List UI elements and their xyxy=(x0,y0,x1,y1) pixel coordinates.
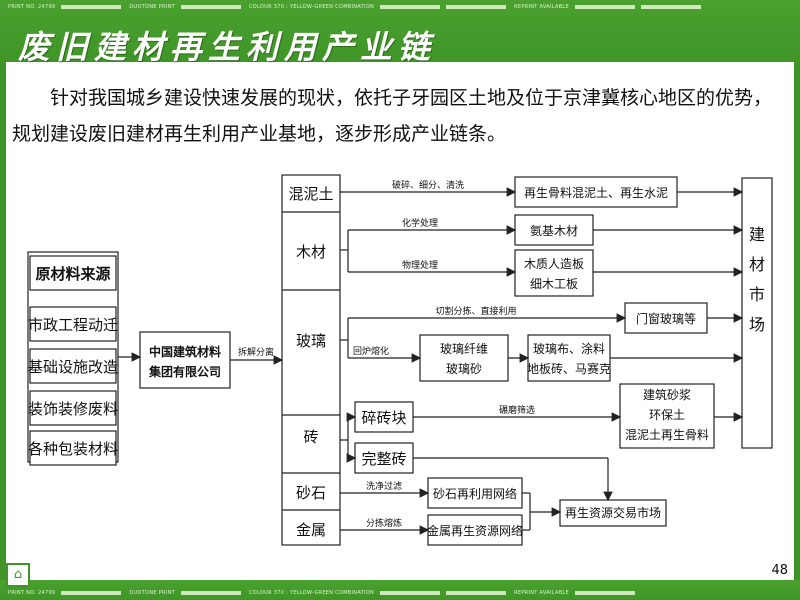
product-label: 砂石再利用网络 xyxy=(433,486,517,501)
source-label: 装饰装修废料 xyxy=(28,400,118,418)
product-label: 木质人造板 xyxy=(524,257,584,271)
company-label: 中国建筑材料 xyxy=(149,344,221,359)
market-char: 建 xyxy=(749,225,765,244)
sub-label: 碎砖块 xyxy=(361,409,406,427)
product-label: 地板砖、马赛克 xyxy=(527,361,611,376)
strip-text: REPRINT AVAILABLE xyxy=(514,589,569,596)
footer-print-strip: PRINT NO. 24799 DUOTONE PRINT COLOUR 370… xyxy=(0,586,800,599)
product-label: 玻璃纤维 xyxy=(440,342,488,356)
material-label: 木材 xyxy=(296,243,326,261)
exchange-label: 再生资源交易市场 xyxy=(565,505,661,520)
edge-label: 破碎、细分、清洗 xyxy=(392,179,464,191)
company-label: 集团有限公司 xyxy=(148,364,221,379)
edge-label: 碾磨筛选 xyxy=(499,404,535,416)
material-label: 金属 xyxy=(296,521,326,539)
page-number: 48 xyxy=(771,563,788,578)
product-label: 金属再生资源网络 xyxy=(427,523,523,538)
product-label: 环保土 xyxy=(649,408,685,422)
edge-label: 物理处理 xyxy=(402,259,438,271)
edge-label: 洗净过滤 xyxy=(366,480,402,492)
source-label: 各种包装材料 xyxy=(28,440,118,458)
edge-label: 化学处理 xyxy=(402,217,438,229)
strip-text: PRINT NO. 24799 xyxy=(8,3,56,10)
source-box xyxy=(29,430,117,466)
market-label: 建材市场 xyxy=(749,225,765,334)
edge-label: 回炉熔化 xyxy=(353,345,389,357)
market-char: 材 xyxy=(749,255,765,274)
sub-label: 完整砖 xyxy=(361,450,406,468)
source-header: 原材料来源 xyxy=(35,265,110,283)
market-char: 市 xyxy=(749,285,765,304)
strip-text: DUOTONE PRINT xyxy=(129,3,175,10)
source-box xyxy=(29,390,117,426)
split-label: 拆解分离 xyxy=(238,346,274,358)
product-label: 混泥土再生骨料 xyxy=(625,428,709,442)
strip-text: REPRINT AVAILABLE xyxy=(514,3,569,10)
strip-text: COLOUR 370 : YELLOW-GREEN COMBINATION xyxy=(249,3,375,10)
source-box xyxy=(29,348,117,384)
source-box xyxy=(29,306,117,342)
footer-bar: PRINT NO. 24799 DUOTONE PRINT COLOUR 370… xyxy=(0,580,800,600)
product-box-brick xyxy=(619,383,715,449)
strip-text: DUOTONE PRINT xyxy=(129,589,175,596)
home-icon[interactable]: ⌂ xyxy=(6,563,30,587)
material-label: 砂石 xyxy=(296,484,326,502)
product-label: 细木工板 xyxy=(530,277,578,291)
strip-text: PRINT NO. 24799 xyxy=(8,589,56,596)
materials-frame xyxy=(281,174,341,546)
market-box xyxy=(741,177,773,449)
material-label: 砖 xyxy=(303,428,318,446)
strip-text: COLOUR 370 : YELLOW-GREEN COMBINATION xyxy=(249,589,375,596)
slide-title: 废旧建材再生利用产业链 xyxy=(18,28,437,66)
edge-label: 分拣熔炼 xyxy=(366,517,402,529)
header-print-strip: PRINT NO. 24799 DUOTONE PRINT COLOUR 370… xyxy=(0,0,800,13)
company-box xyxy=(139,331,231,389)
product-label: 玻璃布、涂料 xyxy=(533,341,605,356)
source-header-box xyxy=(29,255,117,291)
material-label: 玻璃 xyxy=(296,332,326,350)
product-label: 氨基木材 xyxy=(530,224,578,238)
product-box-wood-phys xyxy=(514,249,594,297)
product-label: 建筑砂浆 xyxy=(643,387,691,402)
header-bar: PRINT NO. 24799 DUOTONE PRINT COLOUR 370… xyxy=(0,0,800,66)
market-char: 场 xyxy=(749,315,765,334)
edge-label: 切割分拣、直接利用 xyxy=(435,305,516,317)
product-label: 再生骨料混泥土、再生水泥 xyxy=(524,186,668,200)
source-label: 基础设施改造 xyxy=(28,358,118,376)
product-label: 玻璃砂 xyxy=(446,362,482,376)
material-label: 混泥土 xyxy=(288,185,333,203)
product-label: 门窗玻璃等 xyxy=(636,311,696,326)
right-border xyxy=(794,62,800,580)
exchange-box xyxy=(559,499,667,527)
source-label: 市政工程动迁 xyxy=(28,316,118,334)
intro-paragraph: 针对我国城乡建设快速发展的现状，依托子牙园区土地及位于京津冀核心地区的优势，规划… xyxy=(12,87,773,145)
left-border xyxy=(0,62,6,580)
